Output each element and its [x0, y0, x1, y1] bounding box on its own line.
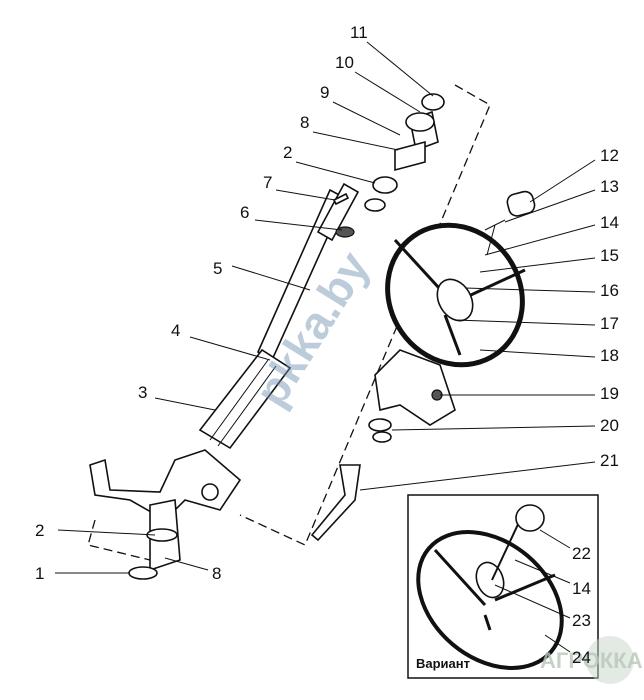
callout-2-lower: 2	[35, 521, 44, 540]
callout-24: 24	[572, 648, 591, 667]
callout-4: 4	[171, 321, 180, 340]
variant-inset: Вариант	[407, 494, 599, 679]
callout-14: 14	[600, 213, 619, 232]
callout-20: 20	[600, 416, 619, 435]
callout-15: 15	[600, 246, 619, 265]
callout-10: 10	[335, 53, 354, 72]
callout-16: 16	[600, 281, 619, 300]
svg-text:АГРОККА: АГРОККА	[540, 648, 643, 673]
leader-lines	[55, 41, 596, 653]
callout-9: 9	[320, 83, 329, 102]
variant-caption: Вариант	[416, 656, 470, 671]
callout-19: 19	[600, 384, 619, 403]
callout-7: 7	[263, 173, 272, 192]
steering-wheel	[385, 190, 536, 368]
callout-21: 21	[600, 451, 619, 470]
callout-22: 22	[572, 544, 591, 563]
callout-2: 2	[283, 143, 292, 162]
callout-13: 13	[600, 177, 619, 196]
callout-18: 18	[600, 346, 619, 365]
callout-1: 1	[35, 564, 44, 583]
callout-5: 5	[213, 259, 222, 278]
upper-bearing-parts	[332, 93, 445, 238]
callout-14-variant: 14	[572, 579, 591, 598]
column-bracket	[89, 449, 242, 580]
callout-8-lower: 8	[212, 564, 221, 583]
callout-6: 6	[240, 203, 249, 222]
callout-3: 3	[138, 383, 147, 402]
callout-23: 23	[572, 611, 591, 630]
agrokka-logo-watermark: АГРОККА	[540, 636, 643, 684]
callout-17: 17	[600, 314, 619, 333]
callout-11: 11	[350, 23, 368, 42]
assembly-boundary	[87, 84, 491, 561]
callout-12: 12	[600, 146, 619, 165]
callout-8: 8	[300, 113, 309, 132]
callout-labels: 11 10 9 8 2 7 6 5 4 3 2 1 8 12 13 14 15 …	[35, 23, 619, 667]
steering-shaft	[198, 182, 360, 450]
column-housing	[310, 349, 456, 542]
